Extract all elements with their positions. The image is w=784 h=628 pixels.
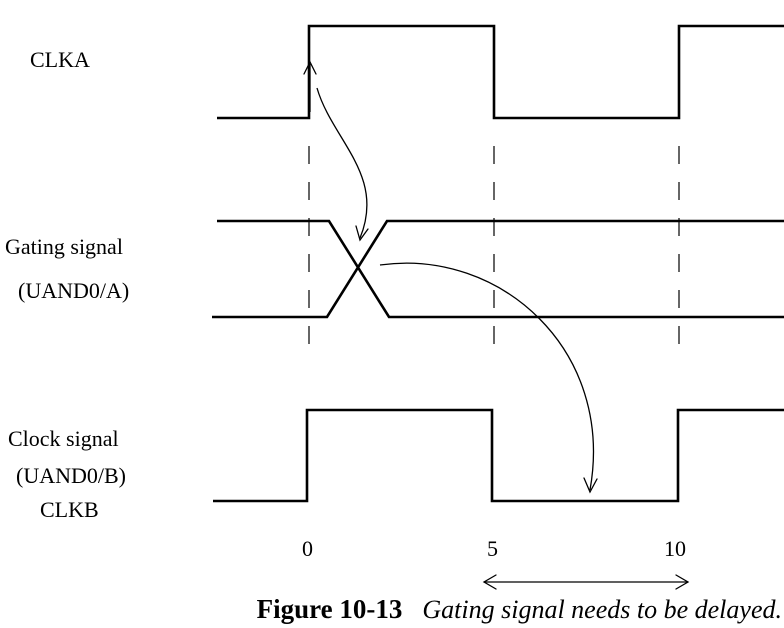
gating-waveform-lower <box>212 219 784 319</box>
clkb-label: CLKB <box>40 497 99 522</box>
figure-caption-text: Gating signal needs to be delayed. <box>422 595 782 624</box>
gating-waveform-upper <box>217 219 784 319</box>
clock-signal-label: Clock signal <box>8 426 119 451</box>
clka-waveform <box>217 24 784 120</box>
clka-label: CLKA <box>30 47 90 72</box>
figure-number: Figure 10-13 <box>257 594 403 624</box>
gating-signal-pin-label: (UAND0/A) <box>18 278 129 303</box>
edge-to-gating-arrow <box>316 87 368 239</box>
edge-to-gating-arrow-head <box>355 225 369 242</box>
tick-label-5: 5 <box>487 536 498 561</box>
clock-signal-pin-label: (UAND0/B) <box>16 463 126 488</box>
clka-edge-arrow-head <box>303 60 317 75</box>
span-arrow-right-head <box>675 574 690 590</box>
gating-signal-label: Gating signal <box>5 234 123 259</box>
gating-to-clkb-arrow-head <box>583 477 598 494</box>
tick-label-0: 0 <box>302 536 313 561</box>
gating-to-clkb-arrow <box>379 262 595 491</box>
span-arrow-left-head <box>482 574 497 590</box>
tick-label-10: 10 <box>664 536 686 561</box>
figure-caption: Figure 10-13 Gating signal needs to be de… <box>257 594 782 624</box>
clkb-waveform <box>213 408 784 503</box>
